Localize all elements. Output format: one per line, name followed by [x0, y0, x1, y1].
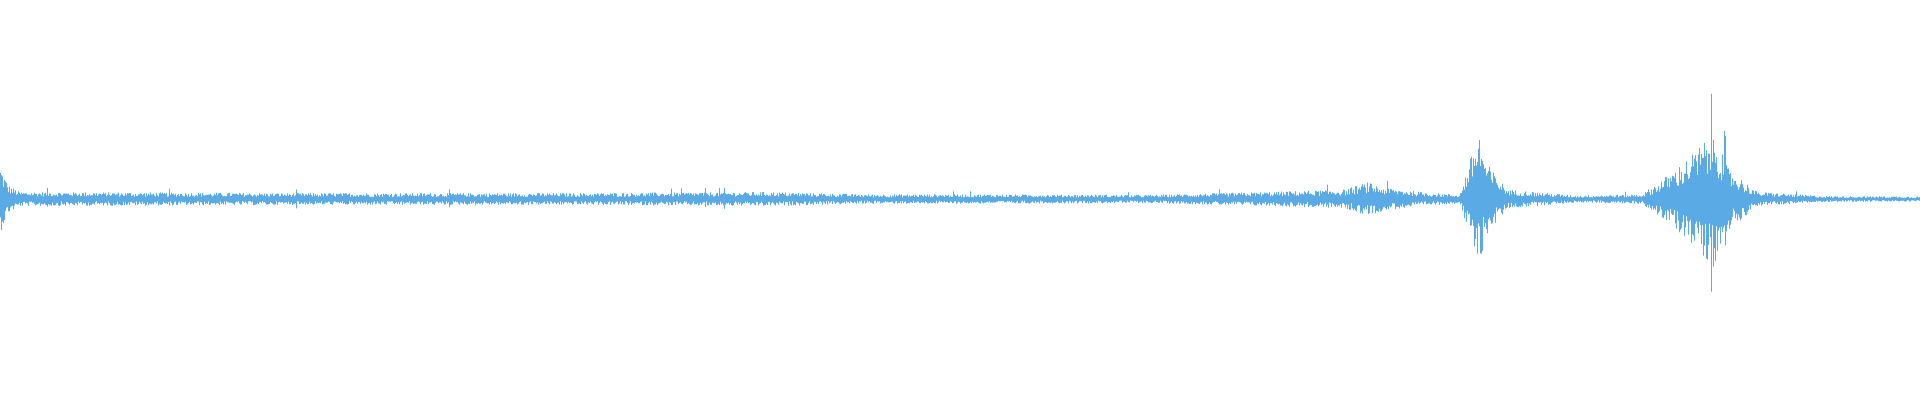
- waveform-bars: [0, 93, 1920, 292]
- waveform-trace: [0, 93, 1920, 292]
